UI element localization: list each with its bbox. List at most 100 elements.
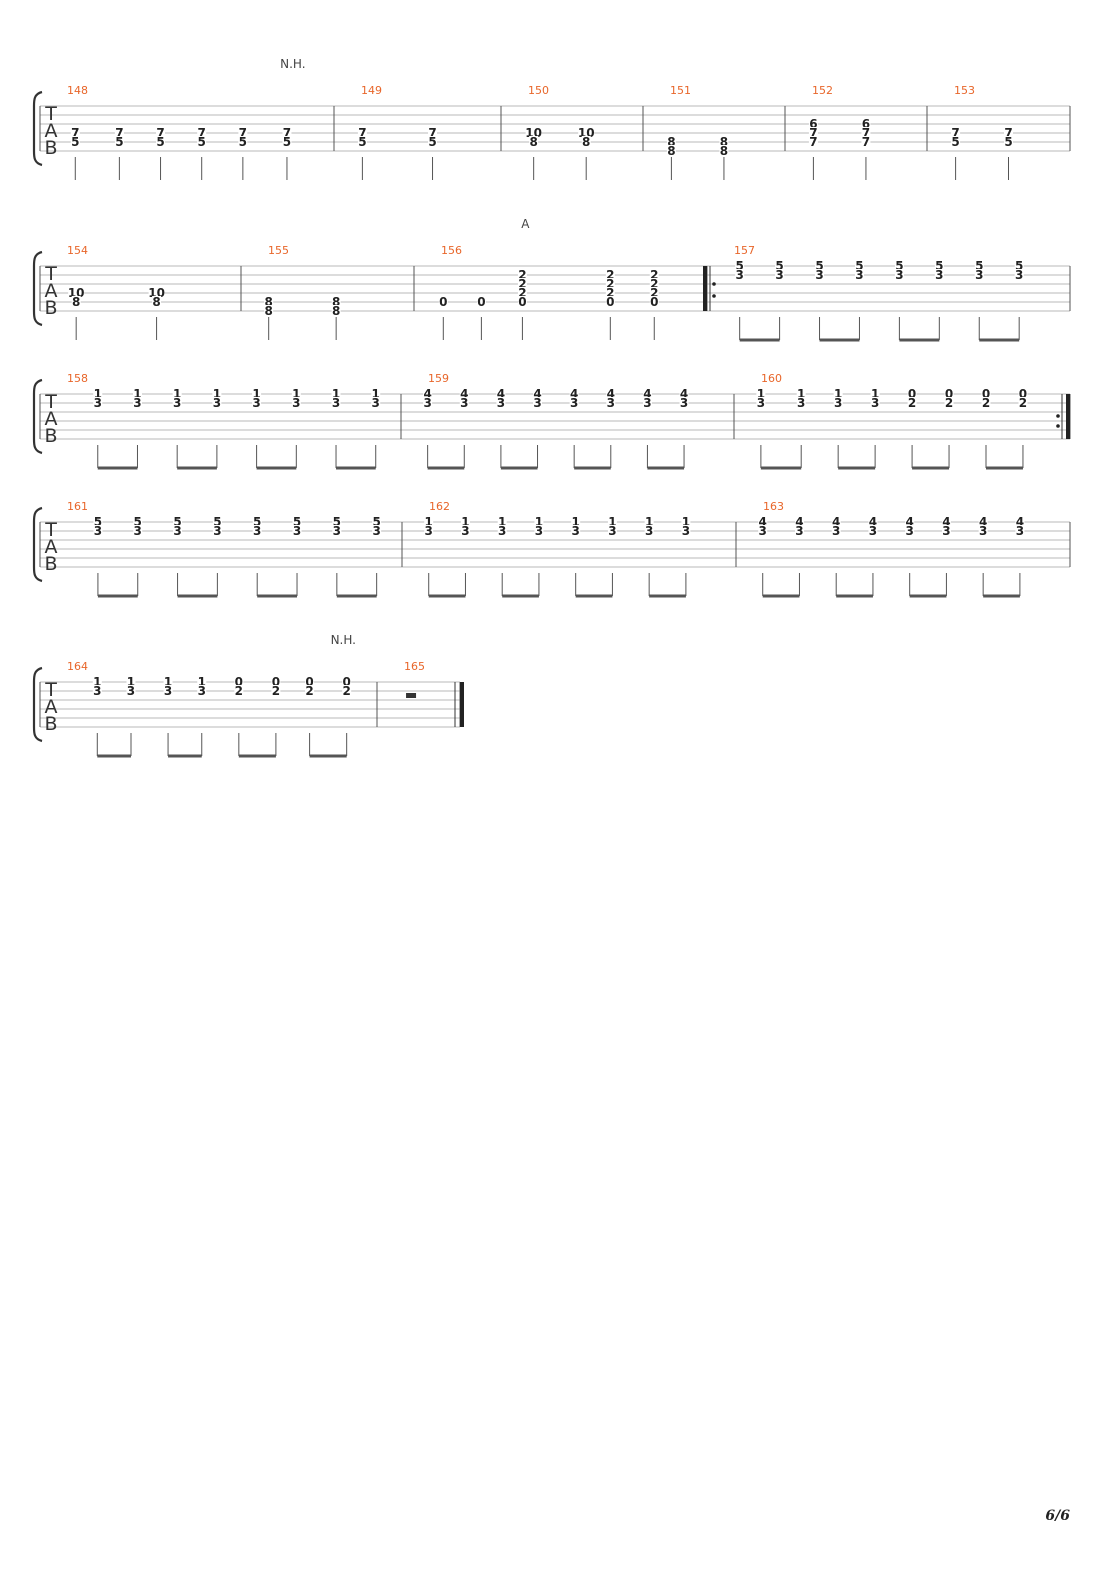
fret-bg [517,269,527,280]
fret-bg [212,516,222,527]
fret-number: 6 [862,117,870,131]
fret-bg [758,525,768,536]
fret-bg [291,397,301,408]
measure-number: 149 [361,84,382,97]
fret-bg [331,388,341,399]
fret-bg [607,516,617,527]
fret-number: 1 [173,387,181,401]
fret-number: 1 [127,675,135,689]
fret-bg [172,397,182,408]
fret-bg [905,516,915,527]
fret-number: 7 [283,126,291,140]
fret-bg [438,296,448,307]
measure-number: 160 [761,372,782,385]
fret-number: 6 [809,117,817,131]
fret-number: 4 [1016,515,1024,529]
fret-bg [571,525,581,536]
fret-number: 5 [855,259,863,273]
fret-number: 3 [775,268,783,282]
fret-number: 3 [498,524,506,538]
fret-bg [581,136,591,147]
fret-bg [649,269,659,280]
fret-bg [114,127,124,138]
fret-bg [93,397,103,408]
fret-number: 2 [606,286,614,300]
fret-bg [1004,127,1014,138]
tab-clef-letter: B [44,553,57,575]
fret-bg [533,397,543,408]
fret-bg [941,516,951,527]
fret-number: 3 [572,524,580,538]
fret-bg [1014,269,1024,280]
fret-number: 4 [423,387,431,401]
fret-number: 4 [570,387,578,401]
tab-clef-letter: B [44,297,57,319]
fret-number: 1 [608,515,616,529]
measure-number: 153 [954,84,975,97]
fret-number: 5 [975,259,983,273]
repeat-dot [1056,414,1060,418]
fret-number: 8 [529,135,537,149]
fret-number: 3 [425,524,433,538]
fret-bg [459,388,469,399]
tab-clef-letter: A [45,280,58,302]
fret-bg [605,269,615,280]
fret-bg [1014,260,1024,271]
fret-number: 3 [895,268,903,282]
fret-number: 8 [265,295,273,309]
fret-number: 3 [460,396,468,410]
fret-bg [252,397,262,408]
system-bracket [32,506,43,583]
fret-number: 1 [535,515,543,529]
fret-number: 2 [518,268,526,282]
fret-number: 5 [71,135,79,149]
fret-bg [833,397,843,408]
fret-bg [372,525,382,536]
fret-bg [808,118,818,129]
fret-bg [156,127,166,138]
fret-bg [644,516,654,527]
fret-bg [264,305,274,316]
fret-number: 0 [272,675,280,689]
fret-bg [951,136,961,147]
fret-number: 3 [198,684,206,698]
fret-number: 3 [292,396,300,410]
fret-bg [974,269,984,280]
fret-bg [424,516,434,527]
fret-number: 3 [942,524,950,538]
fret-number: 4 [533,387,541,401]
fret-bg [569,397,579,408]
fret-bg [533,388,543,399]
tab-clef-letter: A [45,696,58,718]
fret-bg [775,260,785,271]
fret-bg [831,516,841,527]
fret-bg [605,278,615,289]
fret-bg [944,397,954,408]
fret-bg [941,525,951,536]
fret-bg [578,127,595,138]
fret-bg [132,397,142,408]
repeat-dot [1056,424,1060,428]
fret-bg [831,525,841,536]
fret-bg [534,516,544,527]
measure-number: 156 [441,244,462,257]
fret-bg [934,269,944,280]
fret-number: 8 [582,135,590,149]
fret-bg [606,397,616,408]
measure-number: 162 [429,500,450,513]
fret-bg [796,388,806,399]
annotation: A [521,217,530,231]
fret-number: 7 [428,126,436,140]
fret-number: 4 [643,387,651,401]
fret-bg [152,296,162,307]
fret-number: 4 [460,387,468,401]
fret-bg [517,296,527,307]
fret-number: 2 [272,684,280,698]
fret-number: 8 [332,304,340,318]
fret-number: 3 [935,268,943,282]
fret-number: 2 [606,277,614,291]
fret-number: 5 [115,135,123,149]
tab-clef-letter: B [44,425,57,447]
fret-bg [476,296,486,307]
fret-bg [264,296,274,307]
